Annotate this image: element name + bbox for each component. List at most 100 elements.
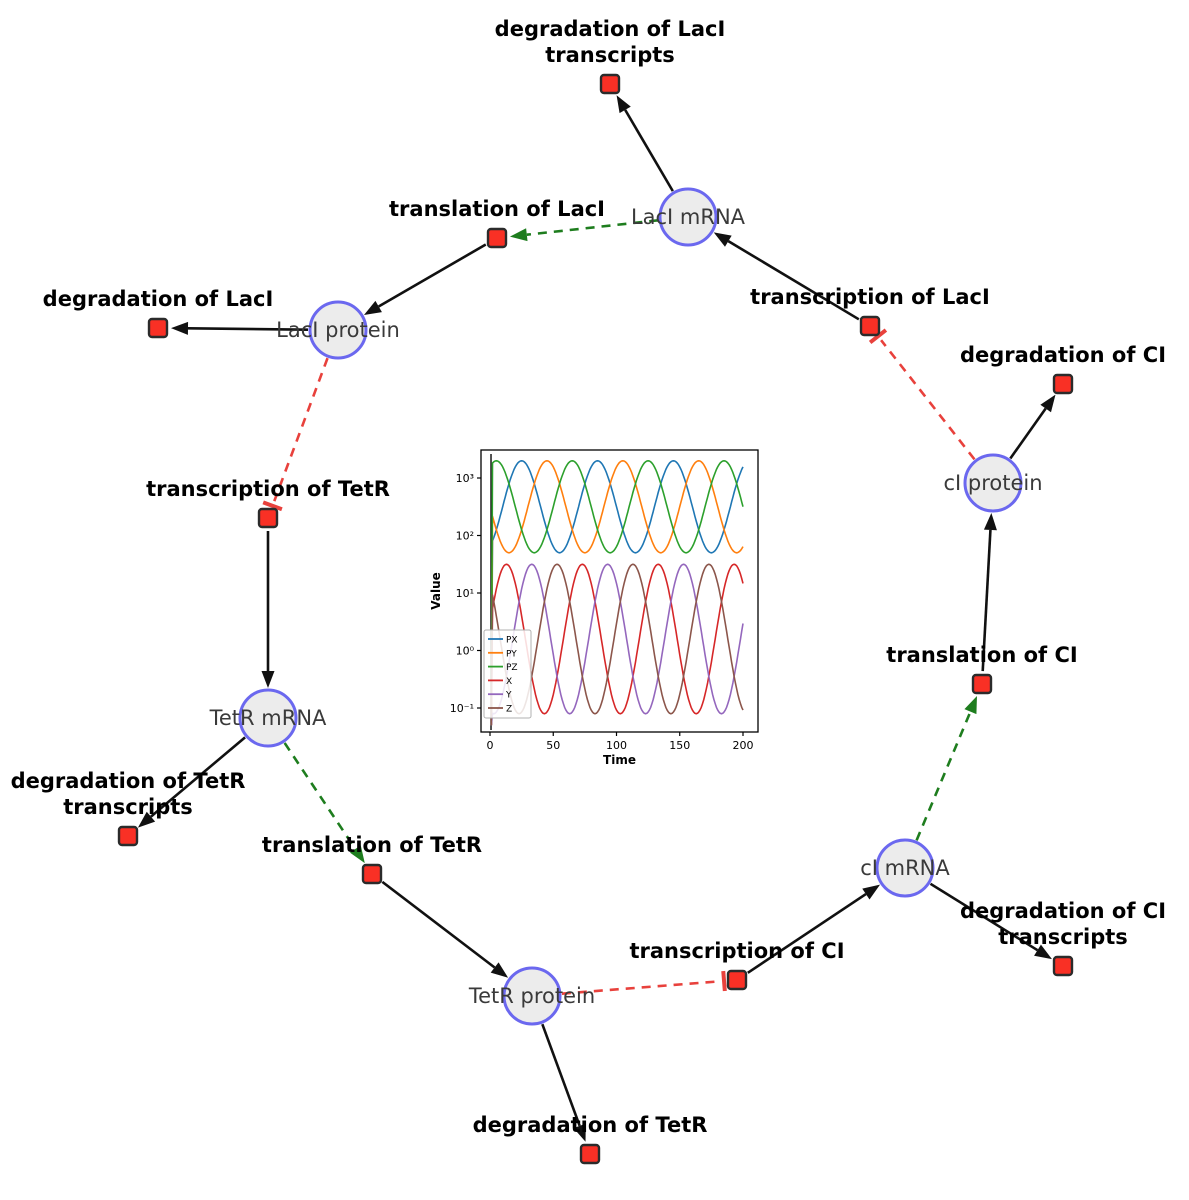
reaction-label-translation_LacI: translation of LacI	[389, 197, 605, 221]
reaction-node-deg_CI	[1052, 373, 1074, 395]
species-node-cI_mRNA	[875, 838, 935, 898]
y-tick-label: 10⁻¹	[450, 702, 474, 715]
inhibition-bar-icon	[868, 328, 888, 344]
reaction-label-deg_CI_transcripts: degradation of CI	[960, 899, 1166, 923]
arrowhead-icon	[1034, 944, 1052, 960]
arrowhead-icon	[490, 962, 509, 978]
reaction-label-deg_CI: degradation of CI	[960, 343, 1166, 367]
reaction-node-transcription_LacI	[859, 315, 881, 337]
reaction-node-translation_CI	[971, 673, 993, 695]
arrowhead-icon	[713, 232, 732, 247]
reaction-node-deg_LacI	[147, 317, 169, 339]
y-tick-label: 10⁰	[456, 645, 475, 658]
species-node-TetR_mRNA	[238, 688, 298, 748]
y-tick-label: 10²	[456, 530, 474, 543]
inhibition-bar-icon	[262, 500, 283, 512]
arrowhead-icon	[349, 845, 365, 864]
edge-consumption	[1009, 407, 1047, 460]
x-tick-label: 0	[487, 739, 494, 752]
x-tick-label: 50	[546, 739, 560, 752]
reaction-label-deg_LacI_transcripts: degradation of LacI	[495, 17, 726, 41]
series-Y	[490, 563, 744, 726]
edge-consumption	[929, 882, 1039, 952]
reaction-label-deg_TetR_transcripts: degradation of TetR	[11, 769, 246, 793]
reaction-node-deg_LacI_transcripts	[599, 73, 621, 95]
species-node-TetR_protein	[502, 966, 562, 1026]
reaction-node-deg_TetR	[579, 1143, 601, 1165]
edge-consumption	[624, 109, 674, 192]
reaction-label-deg_LacI_transcripts: transcripts	[545, 43, 675, 67]
reaction-label-translation_CI: translation of CI	[886, 643, 1077, 667]
edges	[137, 95, 1056, 1142]
arrowhead-icon	[137, 811, 156, 828]
arrowhead-icon	[983, 512, 997, 531]
legend-label-PY: PY	[506, 649, 517, 659]
legend-label-X: X	[506, 677, 512, 687]
arrowhead-icon	[170, 321, 189, 335]
reaction-label-transcription_TetR: transcription of TetR	[146, 477, 390, 501]
series-PZ	[490, 460, 744, 726]
legend-label-PX: PX	[506, 636, 518, 646]
inhibition-bar-icon	[721, 970, 727, 992]
nodes	[117, 73, 1074, 1165]
series-X	[490, 563, 744, 726]
legend-label-PZ: PZ	[506, 663, 518, 673]
arrowhead-icon	[261, 671, 275, 688]
y-tick-label: 10¹	[456, 587, 474, 600]
edge-consumption	[150, 736, 246, 818]
edge-consumption	[541, 1023, 581, 1127]
reaction-label-transcription_LacI: transcription of LacI	[750, 285, 990, 309]
species-node-LacI_protein	[308, 300, 368, 360]
x-tick-label: 100	[606, 739, 627, 752]
x-tick-label: 200	[733, 739, 754, 752]
arrowhead-icon	[862, 884, 881, 900]
species-label-TetR_protein: TetR protein	[468, 984, 595, 1008]
edge-inhibition	[561, 980, 720, 995]
arrowhead-icon	[573, 1123, 586, 1142]
species-label-TetR_mRNA: TetR mRNA	[209, 706, 327, 730]
legend: PX PY PZ XYZ	[483, 629, 532, 719]
species-label-LacI_mRNA: LacI mRNA	[631, 205, 746, 229]
edge-production	[381, 880, 496, 969]
x-axis-label: Time	[603, 753, 636, 767]
y-axis-label: Value	[429, 572, 443, 610]
edge-consumption	[187, 327, 309, 331]
legend-label-Z: Z	[506, 705, 512, 715]
arrowhead-icon	[616, 95, 631, 114]
species-node-LacI_mRNA	[658, 187, 718, 247]
species-label-cI_protein: cI protein	[943, 471, 1042, 495]
series-PY	[490, 460, 744, 726]
reaction-label-deg_TetR_transcripts: transcripts	[63, 795, 193, 819]
species-label-cI_mRNA: cI mRNA	[860, 856, 950, 880]
series-PX	[490, 460, 744, 726]
species-node-cI_protein	[963, 453, 1023, 513]
reaction-label-transcription_CI: transcription of CI	[629, 939, 844, 963]
reaction-node-deg_CI_transcripts	[1052, 955, 1074, 977]
series-Z	[490, 563, 744, 726]
edge-modifier	[915, 711, 972, 841]
x-tick-label: 150	[669, 739, 690, 752]
legend-label-Y: Y	[505, 691, 512, 701]
edge-production	[378, 243, 487, 308]
reaction-node-transcription_CI	[726, 969, 748, 991]
edge-production	[981, 529, 992, 672]
y-tick-label: 10³	[456, 472, 474, 485]
reaction-label-deg_TetR: degradation of TetR	[473, 1113, 708, 1137]
reaction-node-translation_TetR	[361, 863, 383, 885]
arrowhead-icon	[1040, 394, 1056, 413]
reaction-node-translation_LacI	[486, 227, 508, 249]
reaction-node-transcription_TetR	[257, 507, 279, 529]
edge-production	[747, 892, 867, 974]
arrowhead-icon	[363, 300, 382, 315]
reaction-label-deg_CI_transcripts: transcripts	[998, 925, 1128, 949]
arrowhead-icon	[509, 228, 528, 242]
edge-modifier	[526, 218, 659, 237]
reaction-node-deg_TetR_transcripts	[117, 825, 139, 847]
reaction-label-translation_TetR: translation of TetR	[262, 833, 482, 857]
arrowhead-icon	[964, 695, 977, 715]
species-label-LacI_protein: LacI protein	[276, 318, 400, 342]
